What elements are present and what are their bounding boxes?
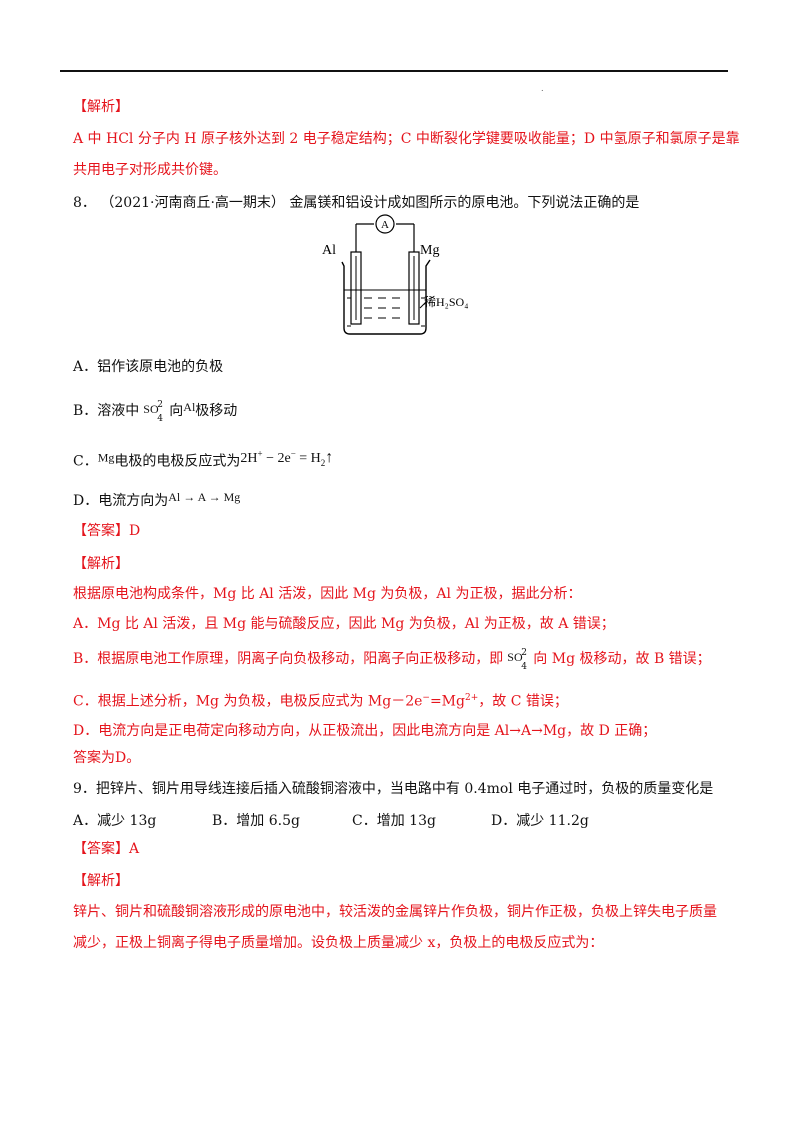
q9-analysis-line2: 减少，正极上铜离子得电子质量增加。设负极上质量减少 x，负极上的电极反应式为： xyxy=(73,935,604,951)
analysis-tag: 【解析】 xyxy=(73,99,129,115)
answer-value: D xyxy=(129,523,141,539)
q8-conclusion: 答案为D。 xyxy=(73,750,141,766)
q7-analysis-line2: 共用电子对形成共价键。 xyxy=(73,162,227,178)
option-c-equation: 2H+ − 2e− = H2↑ xyxy=(240,448,334,468)
option-d-prefix: D．电流方向为 xyxy=(73,493,169,509)
option-c-mid: 电极的电极反应式为 xyxy=(114,453,241,470)
galvanic-cell-figure: A Al Mg 稀H₂SO₄ xyxy=(322,214,468,335)
right-electrode-label: Mg xyxy=(420,243,439,258)
q9-answer: 【答案】A xyxy=(73,839,139,859)
q9-analysis-tag: 【解析】 xyxy=(73,873,129,889)
q8-analysis-a: A．Mg 比 Al 活泼，且 Mg 能与硫酸反应，因此 Mg 为负极，Al 为正… xyxy=(73,616,615,632)
q9-option-c: C．增加 13g xyxy=(352,813,436,829)
solution-label: 稀H₂SO₄ xyxy=(424,295,468,309)
analysis-b-suffix: 向 Mg 极移动，故 B 错误； xyxy=(533,651,711,667)
option-c-electrode: Mg xyxy=(97,450,115,465)
q8-source: （2021·河南商丘·高一期末） xyxy=(100,195,285,211)
header-dot: . xyxy=(541,84,544,93)
q8-analysis-intro: 根据原电池构成条件，Mg 比 Al 活泼，因此 Mg 为负极，Al 为正极，据此… xyxy=(73,586,582,602)
header-rule xyxy=(60,70,728,72)
analysis-b-prefix: B．根据原电池工作原理，阴离子向负极移动，阳离子向正极移动，即 xyxy=(73,651,504,667)
answer-tag: 【答案】 xyxy=(73,841,129,857)
q9-option-a: A．减少 13g xyxy=(73,813,157,829)
answer-value: A xyxy=(129,841,140,857)
answer-tag: 【答案】 xyxy=(73,523,129,539)
q8-analysis-d: D．电流方向是正电荷定向移动方向，从正极流出，因此电流方向是 Al→A→Mg，故… xyxy=(73,723,657,739)
q8-analysis-c: C．根据上述分析，Mg 为负极，电极反应式为 Mg－2e−=Mg2+，故 C 错… xyxy=(73,693,568,710)
q8-option-c: C．Mg电极的电极反应式为2H+ − 2e− = H2↑ xyxy=(73,447,333,476)
q8-text: 金属镁和铝设计成如图所示的原电池。下列说法正确的是 xyxy=(289,195,640,211)
q9-option-b: B．增加 6.5g xyxy=(212,813,300,829)
q7-analysis-line1: A 中 HCl 分子内 H 原子核外达到 2 电子稳定结构；C 中断裂化学键要吸… xyxy=(73,131,740,147)
q9-stem: 9．把锌片、铜片用导线连接后插入硫酸铜溶液中，当电路中有 0.4mol 电子通过… xyxy=(73,781,714,797)
ammeter-label: A xyxy=(381,219,389,231)
q8-answer: 【答案】D xyxy=(73,521,140,541)
q8-option-a: A．铝作该原电池的负极 xyxy=(73,359,224,375)
option-b-suffix: 极移动 xyxy=(195,403,238,419)
option-c-prefix: C． xyxy=(73,453,98,470)
option-d-flow: Al → A → Mg xyxy=(168,490,241,504)
q9-analysis-line1: 锌片、铜片和硫酸铜溶液形成的原电池中，较活泼的金属锌片作负极，铜片作正极，负极上… xyxy=(73,904,717,920)
left-electrode-label: Al xyxy=(322,243,336,258)
option-b-prefix: B．溶液中 xyxy=(73,403,140,419)
q8-option-d: D．电流方向为Al → A → Mg xyxy=(73,487,240,511)
q8-number: 8． xyxy=(73,195,96,211)
q8-analysis-tag: 【解析】 xyxy=(73,556,129,572)
q9-option-d: D．减少 11.2g xyxy=(491,813,589,829)
option-b-mid: 向 xyxy=(169,403,184,419)
option-b-electrode: Al xyxy=(183,400,196,414)
ammeter-icon xyxy=(375,214,395,234)
q8-stem: 8． （2021·河南商丘·高一期末） 金属镁和铝设计成如图所示的原电池。下列说… xyxy=(73,193,639,213)
